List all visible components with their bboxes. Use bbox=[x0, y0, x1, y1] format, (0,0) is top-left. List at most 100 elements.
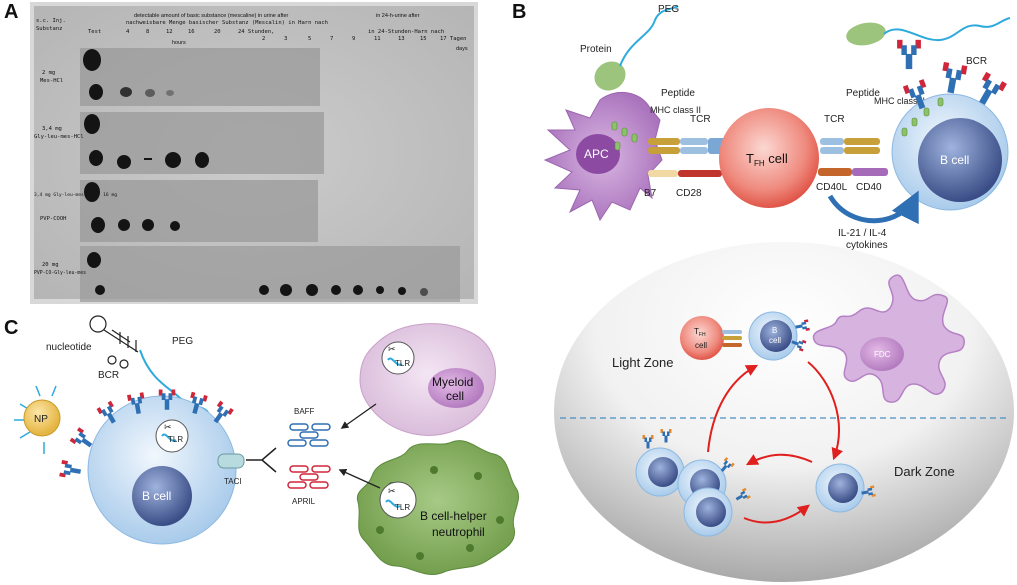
arrow-myeloid-to-baff bbox=[340, 403, 377, 429]
myeloid-tlr-ligand bbox=[387, 357, 403, 366]
panel-a: A s.c. Inj. Substanz detectable amount o… bbox=[4, 1, 478, 304]
neutrophil-tlr-label: TLR bbox=[395, 503, 410, 512]
gel-col-d-7: 7 bbox=[330, 36, 333, 42]
cd40l-receptor bbox=[818, 168, 852, 176]
peptide-left-label: Peptide bbox=[661, 88, 695, 99]
bcell-c-tlr-compartment bbox=[155, 419, 189, 453]
nucleotide-structure bbox=[89, 315, 139, 369]
gel-col-d-3: 3 bbox=[284, 36, 287, 42]
gc-b-cell-word: cell bbox=[769, 336, 781, 345]
gel-row-3-name: PVP-COOH bbox=[40, 216, 67, 222]
gel-hours-label: hours bbox=[172, 40, 186, 46]
apc-nucleus bbox=[576, 134, 620, 174]
gel-col-h-8: 8 bbox=[146, 29, 149, 35]
apc-mhc-dots bbox=[611, 121, 638, 151]
myeloid-scissors-icon: ✂ bbox=[388, 345, 396, 355]
bcell-c-tlr-label: TLR bbox=[168, 435, 183, 444]
gc-bcell-lz-nucleus bbox=[760, 320, 792, 352]
myeloid-tlr-compartment bbox=[381, 341, 415, 375]
bcell-right-nucleus bbox=[918, 118, 1002, 202]
taci-receptor bbox=[217, 453, 245, 469]
light-zone-label: Light Zone bbox=[612, 355, 673, 370]
fdc-nucleus bbox=[860, 337, 904, 371]
dark-zone-label: Dark Zone bbox=[894, 464, 955, 479]
fdc-label: FDC bbox=[874, 350, 891, 359]
gc-tfh-cell-word: cell bbox=[695, 341, 707, 350]
gel-col-h-12: 12 bbox=[166, 29, 173, 35]
gc-arrow-to-dz bbox=[807, 361, 843, 461]
gel-row-header-2: Substanz bbox=[36, 26, 63, 32]
bcell-c-nucleus bbox=[132, 466, 192, 526]
peg-chain-right bbox=[883, 17, 1011, 42]
gel-row-2-dose: 3,4 mg bbox=[42, 126, 62, 132]
bcr-antibody-2 bbox=[938, 61, 968, 95]
gc-cd40l bbox=[722, 343, 742, 347]
mhc-left-top bbox=[648, 138, 680, 145]
neutrophil-tlr-ligand bbox=[385, 499, 401, 508]
bcr-antibody-1 bbox=[897, 39, 921, 70]
gel-row-4-dose: 20 mg bbox=[42, 262, 59, 268]
gc-arrow-to-lz bbox=[707, 364, 759, 453]
gel-col-d-11: 11 bbox=[374, 36, 381, 42]
gel-row-4-name: PVP-CO-Gly-leu-mes bbox=[34, 270, 86, 276]
gel-col-d-5: 5 bbox=[308, 36, 311, 42]
cytokines-label-1: IL-21 / IL-4 bbox=[838, 228, 887, 239]
baff-molecules bbox=[287, 423, 331, 447]
taci-label: TACI bbox=[224, 477, 242, 486]
tcr-right-bottom bbox=[820, 147, 844, 154]
bcell-right-label: B cell bbox=[940, 153, 969, 167]
gel-col-h-4: 4 bbox=[126, 29, 130, 35]
cd28-label: CD28 bbox=[676, 188, 702, 199]
protein-blob bbox=[594, 61, 626, 91]
gel-col-d-2: 2 bbox=[262, 36, 265, 42]
gel-col-h-16: 16 bbox=[188, 29, 195, 35]
mhc-left-label: MHC class II bbox=[650, 105, 701, 115]
myeloid-label-2: cell bbox=[446, 389, 464, 403]
gc-b-label: B bbox=[772, 326, 777, 335]
dz-bcell-1-nucleus bbox=[648, 457, 678, 487]
gel-col-test: Test bbox=[88, 29, 101, 35]
tcr-right-label: TCR bbox=[824, 114, 845, 125]
np-label: NP bbox=[34, 414, 48, 425]
bcell-c-scissors-icon: ✂ bbox=[164, 423, 172, 433]
tcr-right-top bbox=[820, 138, 844, 145]
gel-row-3-dose: 3,4 mg Gly-leu-mes-HCl + 16 mg bbox=[34, 192, 117, 198]
nucleotide-label: nucleotide bbox=[46, 342, 92, 353]
panel-label-c: C bbox=[4, 317, 18, 339]
gel-strip-3 bbox=[80, 180, 318, 242]
tcr-left-label: TCR bbox=[690, 114, 711, 125]
gel-header-note-left: detectable amount of basic substance (me… bbox=[134, 13, 289, 19]
gc-tcr bbox=[722, 330, 742, 334]
gel-col-d-9: 9 bbox=[352, 36, 355, 42]
tfh-cell-label: TFH cell bbox=[746, 151, 788, 168]
gel-col-h-24: 24 Stunden, bbox=[238, 29, 274, 35]
b7-label: B7 bbox=[644, 188, 657, 199]
april-molecules bbox=[287, 465, 331, 489]
panel-c: C nucleotide PEG B cell TLR ✂ BCR bbox=[4, 315, 519, 575]
peg-chain-left bbox=[619, 5, 679, 67]
gc-mhc bbox=[722, 336, 742, 340]
gel-spots bbox=[83, 49, 428, 296]
dz-bcell-4-nucleus bbox=[828, 473, 858, 503]
bcr-label-b: BCR bbox=[966, 56, 987, 67]
cytokine-arrow bbox=[827, 190, 919, 225]
gel-col-d-13: 13 bbox=[398, 36, 405, 42]
tcr-left-bottom bbox=[680, 147, 708, 154]
gel-german-header: nachweisbare Menge basischer Substanz (M… bbox=[126, 20, 328, 26]
germinal-center: Light Zone Dark Zone TFH cell B cell FDC bbox=[554, 242, 1014, 582]
baff-label: BAFF bbox=[294, 407, 315, 416]
gel-strip-1 bbox=[80, 48, 320, 106]
mhc-right-bottom bbox=[844, 147, 880, 154]
gel-header-note-right: in 24-h-urine after bbox=[376, 13, 420, 19]
cd40-label: CD40 bbox=[856, 182, 882, 193]
b7-receptor bbox=[648, 170, 678, 177]
gc-arrow-select bbox=[743, 504, 810, 524]
panel-b: B APC PEG Protein Peptide MHC class II T… bbox=[512, 1, 1011, 251]
gc-tfh-label: TFH bbox=[694, 327, 706, 338]
gel-col-h-20: 20 bbox=[214, 29, 221, 35]
neutrophil-label-2: neutrophil bbox=[432, 525, 485, 539]
peg-label-c: PEG bbox=[172, 336, 193, 347]
apc-label: APC bbox=[584, 147, 609, 161]
gel-days-label: days bbox=[456, 46, 468, 52]
